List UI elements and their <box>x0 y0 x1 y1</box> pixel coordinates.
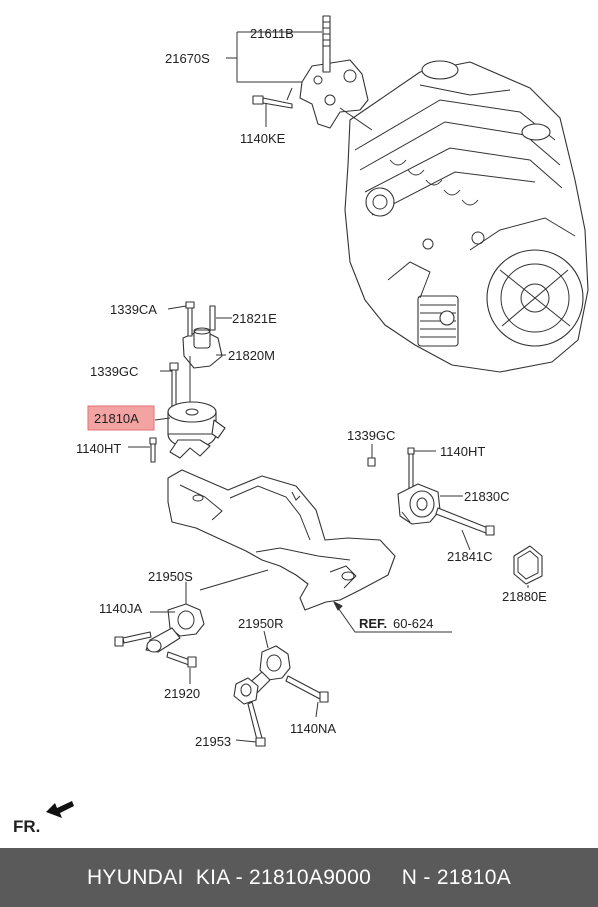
engine-mount-assembly-drawing <box>149 301 226 463</box>
label-1140na: 1140NA <box>290 721 336 736</box>
label-1140ja: 1140JA <box>99 601 142 616</box>
label-1339gc-right: 1339GC <box>347 428 395 443</box>
label-21880e: 21880E <box>502 589 547 604</box>
reference-prefix: REF. <box>359 616 387 631</box>
exploded-parts-diagram: 21611B 21670S 1140KE 1339CA 21821E 21820… <box>13 15 589 836</box>
label-21950r: 21950R <box>238 616 284 631</box>
label-21820m: 21820M <box>228 348 275 363</box>
label-21953: 21953 <box>195 734 231 749</box>
label-21841c: 21841C <box>447 549 493 564</box>
highlight-box-21810a <box>87 405 155 431</box>
arrow-icon <box>46 801 74 818</box>
label-21821e: 21821E <box>232 311 277 326</box>
engine-mount-bracket-drawing <box>252 15 373 131</box>
transmission-mount-drawing <box>367 447 543 585</box>
label-21830c: 21830C <box>464 489 510 504</box>
label-21611b: 21611B <box>250 26 294 41</box>
subframe-drawing <box>167 469 396 611</box>
engine-block-drawing <box>344 60 589 373</box>
label-21670s: 21670S <box>165 51 210 66</box>
label-1140ht-left: 1140HT <box>76 441 121 456</box>
front-roll-rod-drawing <box>114 603 205 668</box>
front-indicator-label: FR. <box>13 817 40 836</box>
label-21810a: 21810A <box>94 411 139 426</box>
rear-roll-rod-drawing <box>233 645 329 747</box>
label-1339ca: 1339CA <box>110 302 157 317</box>
footer-part-number-bar: HYUNDAI KIA - 21810A9000 N - 21810A <box>0 848 598 907</box>
label-1339gc-left: 1339GC <box>90 364 138 379</box>
footer-text: HYUNDAI KIA - 21810A9000 N - 21810A <box>86 865 512 889</box>
label-1140ke: 1140KE <box>240 131 286 146</box>
reference-number: 60-624 <box>393 616 433 631</box>
label-21950s: 21950S <box>148 569 193 584</box>
label-1140ht-right: 1140HT <box>440 444 485 459</box>
label-21920: 21920 <box>164 686 200 701</box>
